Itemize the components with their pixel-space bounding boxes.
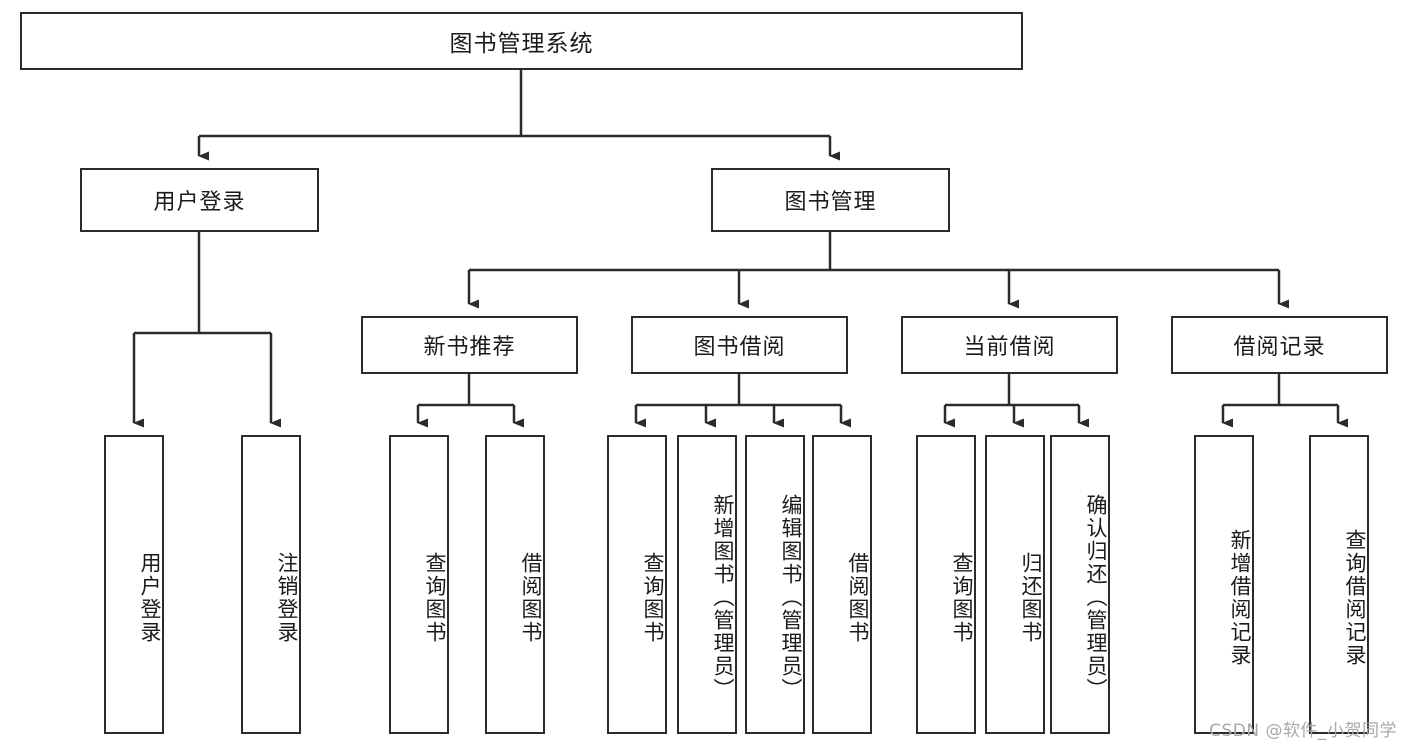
node-user-login[interactable]: 用户登录 [80, 168, 319, 232]
node-new-book-recommend[interactable]: 新书推荐 [361, 316, 578, 374]
leaf-recommend-borrow-book[interactable]: 借阅图书 [485, 435, 545, 734]
leaf-current-confirm-return[interactable]: 确认归还（管理员） [1050, 435, 1110, 734]
leaf-records-add-record[interactable]: 新增借阅记录 [1194, 435, 1254, 734]
leaf-user-login-login[interactable]: 用户登录 [104, 435, 164, 734]
watermark-text: CSDN @软件_小贺同学 [1209, 721, 1397, 741]
node-book-management[interactable]: 图书管理 [711, 168, 950, 232]
node-current-borrow[interactable]: 当前借阅 [901, 316, 1118, 374]
leaf-borrow-query-book[interactable]: 查询图书 [607, 435, 667, 734]
leaf-current-query-book[interactable]: 查询图书 [916, 435, 976, 734]
leaf-borrow-borrow-book[interactable]: 借阅图书 [812, 435, 872, 734]
leaf-user-login-logout[interactable]: 注销登录 [241, 435, 301, 734]
leaf-borrow-edit-book[interactable]: 编辑图书（管理员） [745, 435, 805, 734]
leaf-records-query-record[interactable]: 查询借阅记录 [1309, 435, 1369, 734]
node-borrow-records[interactable]: 借阅记录 [1171, 316, 1388, 374]
leaf-recommend-query-book[interactable]: 查询图书 [389, 435, 449, 734]
leaf-borrow-add-book[interactable]: 新增图书（管理员） [677, 435, 737, 734]
leaf-current-return-book[interactable]: 归还图书 [985, 435, 1045, 734]
node-root-system[interactable]: 图书管理系统 [20, 12, 1023, 70]
node-book-borrow[interactable]: 图书借阅 [631, 316, 848, 374]
